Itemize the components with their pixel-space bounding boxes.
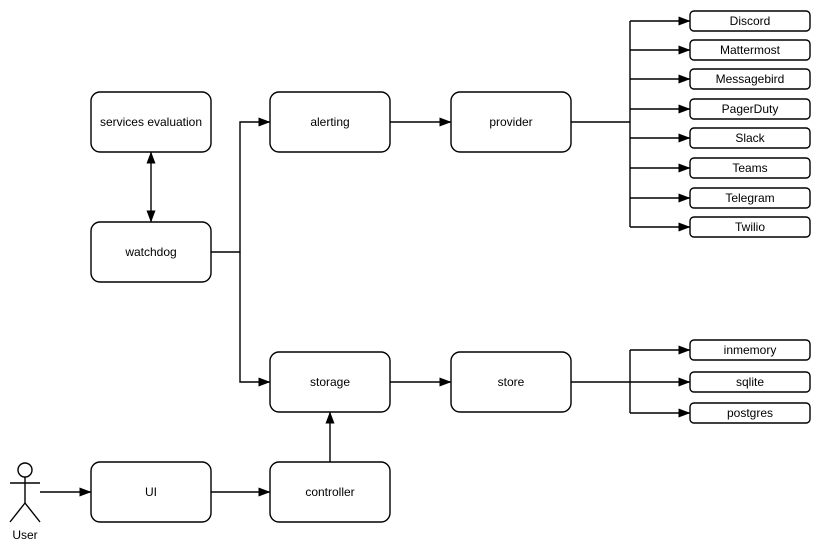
node-label-services-evaluation: services evaluation [100,115,202,129]
node-label-inmemory: inmemory [724,343,777,357]
node-label-mattermost: Mattermost [720,43,781,57]
actor-head [17,462,33,478]
node-mattermost: Mattermost [689,39,811,61]
actor-user: User [9,462,41,542]
node-store: store [450,351,572,413]
node-label-postgres: postgres [727,406,773,420]
node-label-teams: Teams [732,161,767,175]
node-slack: Slack [689,127,811,149]
node-label-store: store [498,375,525,389]
node-watchdog: watchdog [90,221,212,283]
node-label-slack: Slack [735,131,765,145]
node-storage: storage [269,351,391,413]
node-label-storage: storage [310,375,350,389]
node-discord: Discord [689,10,811,32]
node-services-evaluation: services evaluation [90,91,212,153]
node-label-watchdog: watchdog [124,245,176,259]
node-label-sqlite: sqlite [736,375,764,389]
node-label-alerting: alerting [310,115,349,129]
node-label-telegram: Telegram [725,191,774,205]
node-ui: UI [90,461,212,523]
node-teams: Teams [689,157,811,179]
node-controller: controller [269,461,391,523]
node-label-controller: controller [305,485,354,499]
actor-label: User [12,528,37,542]
node-label-ui: UI [145,485,157,499]
node-label-twilio: Twilio [735,220,765,234]
node-inmemory: inmemory [689,339,811,361]
node-label-messagebird: Messagebird [716,72,785,86]
node-label-discord: Discord [730,14,771,28]
actor-left-leg [9,502,26,523]
edge-watchdog-storage [239,252,271,387]
edge-watchdog-alerting [211,117,271,253]
node-sqlite: sqlite [689,371,811,393]
node-alerting: alerting [269,91,391,153]
node-postgres: postgres [689,402,811,424]
actor-right-leg [24,502,41,523]
node-pagerduty: PagerDuty [689,98,811,120]
node-messagebird: Messagebird [689,68,811,90]
node-label-pagerduty: PagerDuty [722,102,779,116]
node-label-provider: provider [489,115,532,129]
node-twilio: Twilio [689,216,811,238]
node-provider: provider [450,91,572,153]
node-telegram: Telegram [689,187,811,209]
